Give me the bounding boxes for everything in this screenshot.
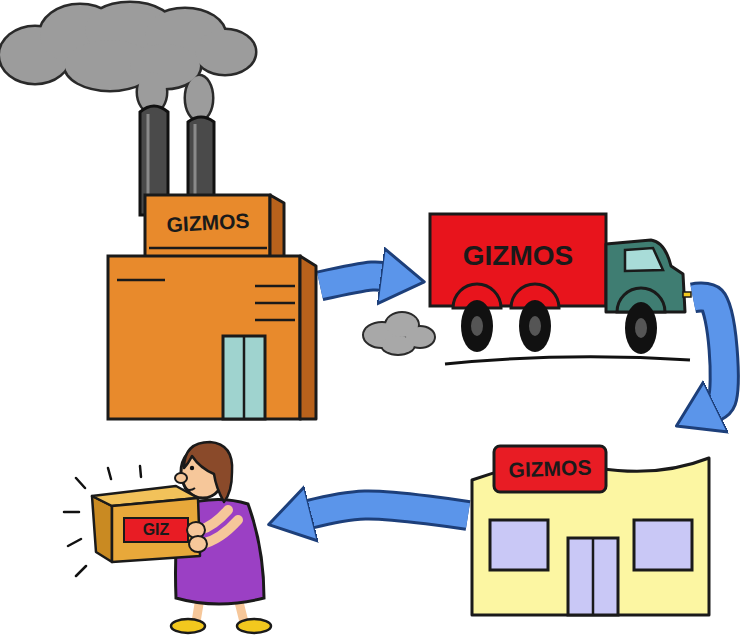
truck-tire bbox=[519, 300, 551, 352]
flow-arrow bbox=[320, 276, 383, 286]
flow-arrow-body bbox=[693, 297, 724, 408]
flow-arrow-outline bbox=[309, 505, 468, 516]
store-node: GIZMOS bbox=[468, 438, 713, 618]
flow-arrow-body bbox=[320, 276, 383, 286]
exhaust-outline bbox=[364, 313, 434, 354]
store-window bbox=[490, 520, 548, 570]
flow-arrow-outline bbox=[320, 276, 383, 286]
truck-node: GIZMOS bbox=[425, 208, 693, 358]
smoke-outline bbox=[0, 3, 255, 120]
truck-tire bbox=[625, 302, 657, 354]
flow-arrow-outline bbox=[693, 297, 724, 408]
exhaust-puff bbox=[364, 313, 434, 354]
factory-node: GIZMOS bbox=[105, 190, 320, 422]
factory-door-split bbox=[243, 336, 246, 419]
flow-arrow-body bbox=[309, 505, 468, 516]
factory-door bbox=[223, 336, 265, 419]
factory-upper-wall bbox=[145, 195, 270, 260]
truck-bumper bbox=[683, 292, 691, 297]
factory-trim bbox=[117, 248, 295, 320]
truck-hub bbox=[635, 318, 647, 338]
store-door bbox=[568, 538, 618, 615]
road-line bbox=[445, 357, 690, 364]
customer-hand bbox=[189, 536, 207, 552]
store-sign bbox=[494, 446, 606, 492]
factory-lower-side bbox=[300, 256, 316, 419]
store-door-split bbox=[592, 538, 595, 615]
customer-eye bbox=[190, 466, 194, 470]
smoke-cloud bbox=[0, 3, 255, 120]
delivery-truck bbox=[425, 208, 693, 358]
customer-shoe bbox=[237, 619, 271, 633]
customer-shoe bbox=[171, 619, 205, 633]
store-window bbox=[634, 520, 692, 570]
truck-hub bbox=[529, 316, 541, 336]
box-left-face bbox=[92, 496, 112, 562]
box-label bbox=[124, 518, 188, 542]
truck-tire bbox=[461, 300, 493, 352]
truck-window bbox=[625, 248, 663, 271]
customer-nose bbox=[175, 473, 187, 483]
factory-upper-side bbox=[270, 195, 284, 258]
box-label-text: GIZ bbox=[124, 518, 188, 542]
truck-side-text: GIZMOS bbox=[443, 226, 593, 286]
flow-arrow bbox=[309, 505, 468, 516]
factory-sign-text: GIZMOS bbox=[148, 199, 268, 247]
store-sign-text: GIZMOS bbox=[495, 447, 604, 491]
customer-figure bbox=[88, 438, 266, 635]
customer-node: GIZ bbox=[88, 438, 266, 635]
truck-cab bbox=[606, 240, 685, 312]
flow-arrow bbox=[693, 297, 724, 408]
truck-hub bbox=[471, 316, 483, 336]
customer-mouth bbox=[184, 488, 195, 490]
